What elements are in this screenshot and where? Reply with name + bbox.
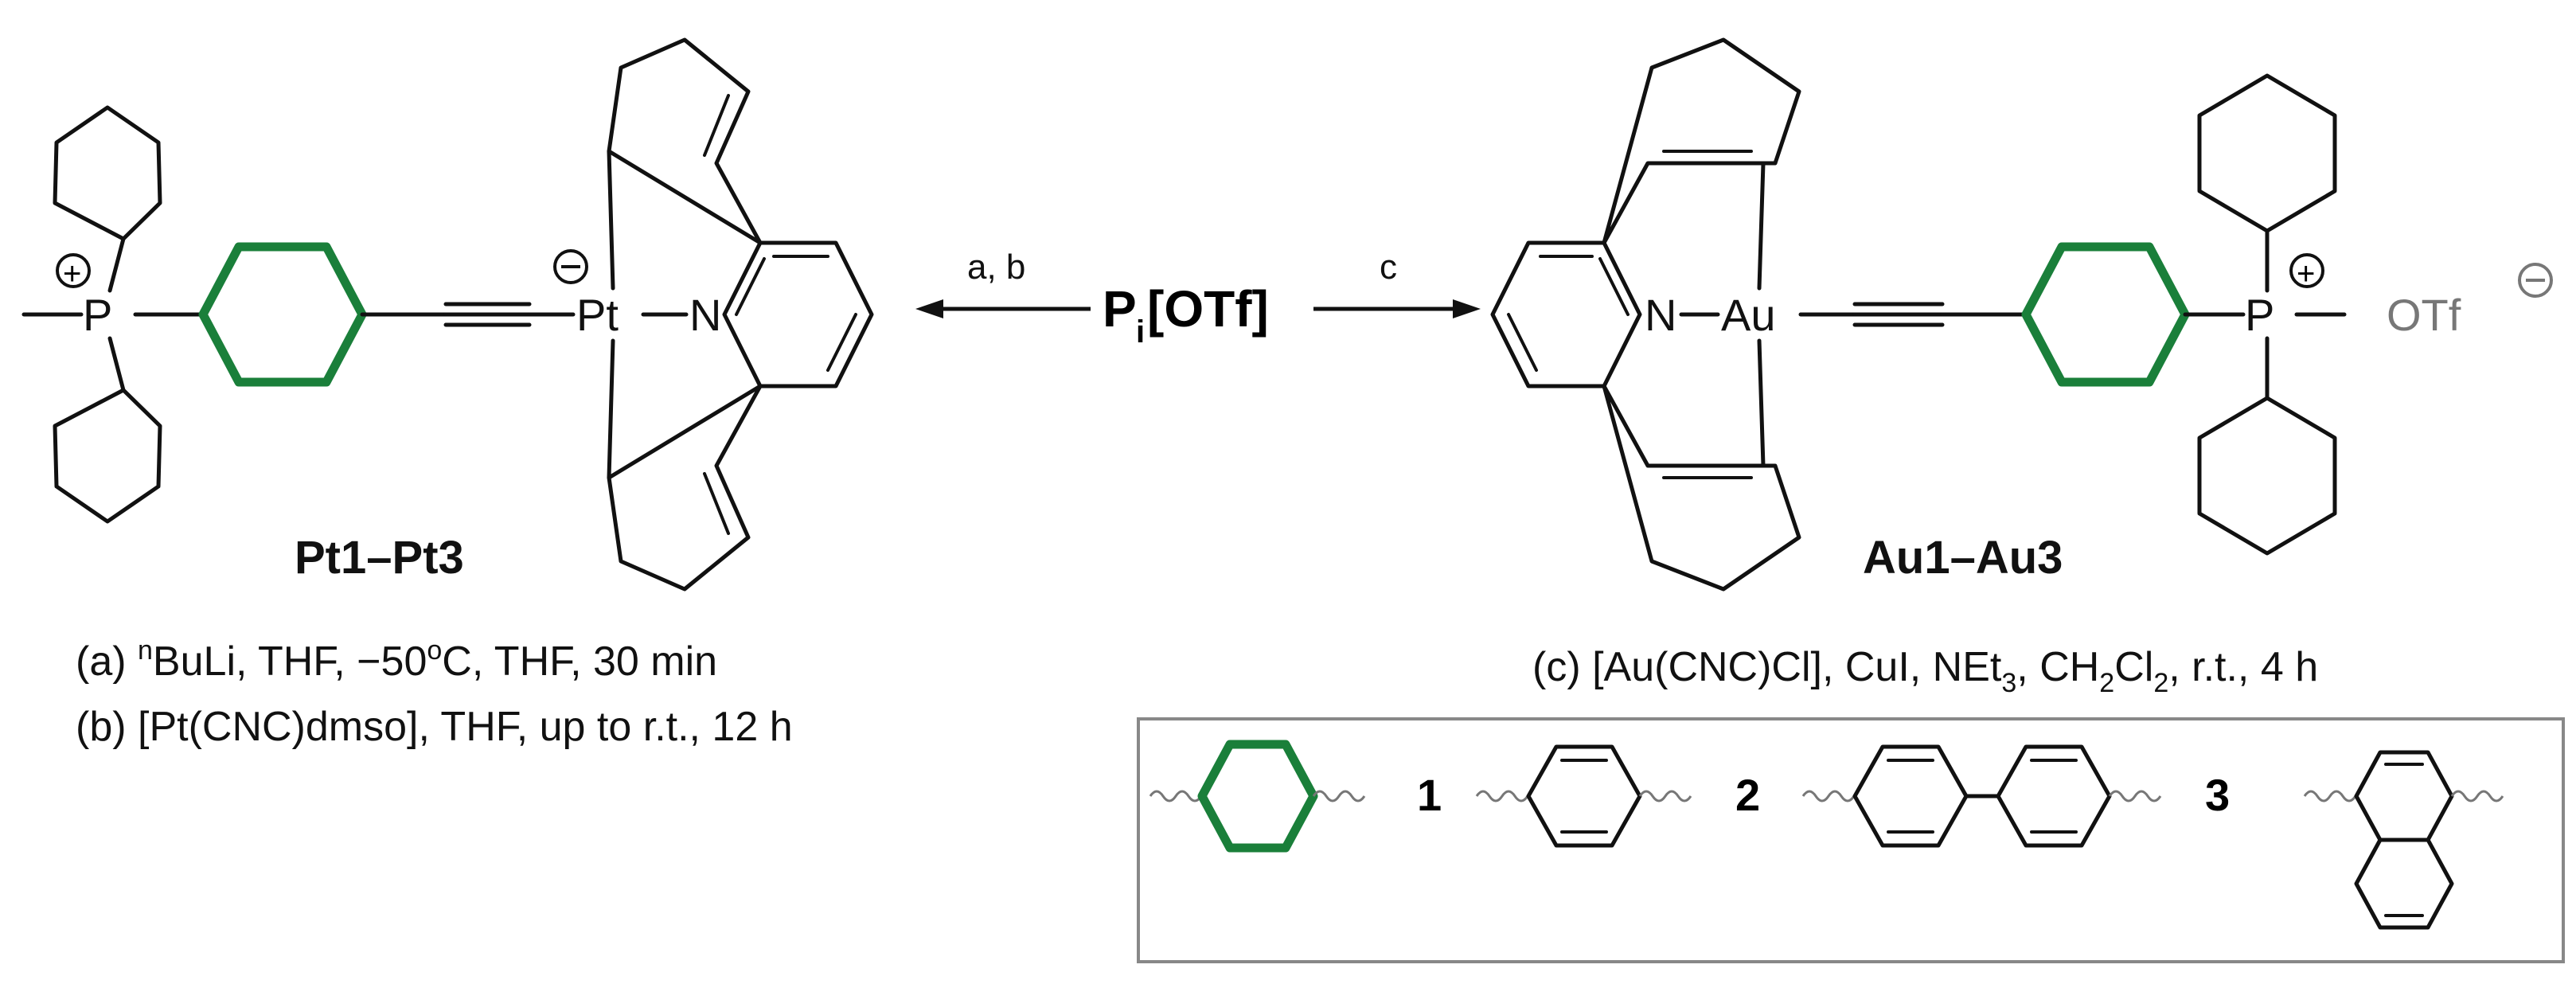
wavy-bond-4a [2303,790,2357,802]
wavy-bond-2a [1475,790,1529,802]
wavy-bond-3a [1801,790,1856,802]
wavy-bond-1a [1149,790,1203,802]
condition-c-tail: , r.t., 4 h [2168,644,2318,690]
aryl-top-double [703,94,730,157]
phosphorus-atom-right: P [2245,290,2274,340]
condition-a: (a) nBuLi, THF, −50oC, THF, 30 min [76,635,717,685]
phenyl-ring-bottom-right [2197,396,2337,556]
pyridine-r-double-2 [1507,313,1538,372]
legend-label-2: 2 [1735,770,1760,820]
compound-label-au: Au1–Au3 [1863,532,2063,584]
counterion-label: OTf [2387,290,2461,340]
condition-a-sup2: o [427,635,442,666]
condition-c-prefix: (c) [Au(CNC)Cl], CuI, NEt [1532,644,2002,690]
condition-a-prefix: (a) [76,638,138,685]
platinum-atom: Pt [576,290,619,340]
arrow-right-label: c [1380,248,1397,287]
condition-c-mid: , CH [2016,644,2099,690]
aryl-ring-bottom-right [1602,384,1801,592]
pyridine-double-2 [826,313,857,372]
phenyl-ring-bottom-left [53,388,162,524]
pt-c-bond-bottom [607,338,615,480]
negative-charge-icon [553,249,588,284]
wavy-bond-2b [1638,790,1692,802]
au-c-bond-bottom [1757,338,1766,468]
phenyl-ring-top-left [53,105,162,241]
aryl-bottom-double [703,472,730,535]
pyridine-double-3 [735,257,766,316]
aryl-ring-top-left [607,37,763,245]
condition-c-mid2: Cl [2114,644,2153,690]
wavy-bond-1b [1312,790,1366,802]
legend-label-1: 1 [1417,770,1442,820]
reagent-subscript: i [1136,314,1145,349]
wavy-bond-4b [2450,790,2504,802]
aryl-ring-bottom-left [607,384,763,592]
condition-a-text2: C, THF, 30 min [442,638,717,685]
reagent-tail: [OTf] [1147,280,1269,338]
arrow-right-head [1453,299,1481,318]
nitrogen-atom-left: N [689,290,721,340]
gold-atom: Au [1721,290,1776,340]
linker-legend: 1 2 3 [1137,717,2565,963]
cyclohexyl-ring-left [198,242,367,387]
arrow-left-label: a, b [967,248,1025,287]
positive-charge-sign: + [63,256,81,291]
condition-a-sup: n [138,635,153,666]
phosphorus-atom-left: P [83,290,112,340]
legend-naphthyl-ring-b [2354,838,2454,930]
conditions-right: (c) [Au(CNC)Cl], CuI, NEt3, CH2Cl2, r.t.… [1532,644,2318,698]
phenyl-ring-top-right [2197,73,2337,233]
counterion-charge-icon [2518,263,2553,298]
nitrogen-atom-right: N [1645,290,1676,340]
p-phenyl-bond-bottom [107,336,126,392]
reaction-center: a, b P i [OTf] c [915,248,1481,349]
wavy-bond-3b [2108,790,2162,802]
aryl-ring-top-right [1602,37,1801,245]
legend-label-3: 3 [2205,770,2230,820]
arrow-left-head [915,299,943,318]
pyridine-ring-right [1490,240,1642,389]
pyridine-r-double-3 [1598,257,1630,316]
condition-c-sub1: 3 [2001,668,2016,698]
pt-complex-structure: P + Pt N P [21,37,874,592]
cyclohexyl-ring-right [2021,242,2190,387]
pyridine-ring-left [722,240,874,389]
reagent-main: P [1103,280,1137,338]
condition-c-sub2: 2 [2099,668,2114,698]
pt-c-bond-top [607,149,615,291]
au-complex-structure: N Au P + OTf Au1–Au3 [1490,37,2553,592]
condition-c-sub3: 2 [2153,668,2168,698]
p-phenyl-bond-top [107,236,126,293]
legend-cyclohexyl-ring [1197,740,1318,853]
legend-frame [1137,717,2565,963]
positive-charge-sign-right: + [2297,256,2315,291]
au-c-bond-top [1757,161,1766,291]
compound-label-pt: Pt1–Pt3 [295,532,464,584]
condition-b: (b) [Pt(CNC)dmso], THF, up to r.t., 12 h [76,704,793,750]
conditions-left: (a) nBuLi, THF, −50oC, THF, 30 min (b) [… [76,635,793,750]
condition-c: (c) [Au(CNC)Cl], CuI, NEt3, CH2Cl2, r.t.… [1532,644,2318,698]
positive-charge-icon [56,253,91,288]
positive-charge-icon-right [2289,253,2324,288]
condition-a-text: BuLi, THF, −50 [153,638,427,685]
